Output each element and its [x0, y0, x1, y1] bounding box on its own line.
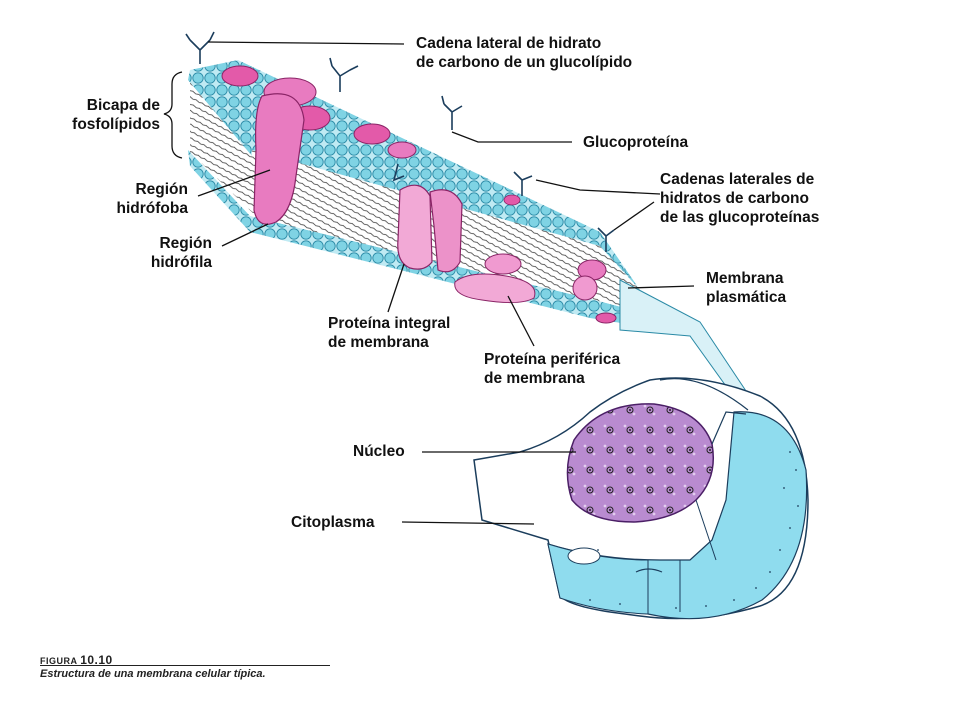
label-glucoproteina: Glucoproteína	[583, 133, 688, 152]
leader-lines	[163, 41, 695, 525]
transmembrane-protein-left	[253, 93, 305, 225]
leader-membrana-plasmatica	[627, 285, 695, 289]
label-membrana-plasmatica: Membrana plasmática	[706, 269, 786, 307]
label-cadena-lateral: Cadena lateral de hidrato de carbono de …	[416, 34, 632, 72]
peripheral-protein	[454, 253, 536, 304]
lower-head-layer	[188, 150, 640, 326]
figure-label: FIGURA 10.10	[40, 653, 113, 667]
leader-hidrofoba	[197, 169, 271, 197]
label-cadena-lateral-line1: Cadena lateral de hidrato	[416, 35, 602, 52]
figure-number: 10.10	[80, 653, 113, 667]
leader-cadenas-laterales-1	[535, 179, 661, 195]
label-region-hidrofila-line2: hidrófila	[150, 254, 212, 271]
label-bicapa-line1: Bicapa de	[86, 97, 160, 114]
leader-glucoproteina	[451, 131, 572, 143]
nucleus	[566, 403, 714, 523]
label-region-hidrofoba-line2: hidrófoba	[116, 200, 188, 217]
carbohydrate-chains	[185, 31, 615, 252]
label-cadenas-laterales-line3: de las glucoproteínas	[660, 209, 820, 226]
cell	[473, 377, 809, 620]
label-citoplasma-text: Citoplasma	[291, 514, 375, 531]
label-cadenas-laterales-line2: hidratos de carbono	[660, 190, 809, 207]
leader-proteina-periferica	[507, 295, 535, 347]
label-nucleo: Núcleo	[353, 442, 405, 461]
label-bicapa: Bicapa de fosfolípidos	[60, 96, 160, 134]
label-proteina-integral-line1: Proteína integral	[328, 315, 451, 332]
label-cadena-lateral-line2: de carbono de un glucolípido	[416, 54, 633, 71]
label-region-hidrofoba-line1: Región	[135, 181, 188, 198]
label-membrana-plasmatica-line1: Membrana	[706, 270, 784, 287]
label-cadenas-laterales: Cadenas laterales de hidratos de carbono…	[660, 170, 819, 227]
label-proteina-periferica-line1: Proteína periférica	[484, 351, 621, 368]
label-glucoproteina-text: Glucoproteína	[583, 134, 689, 151]
label-bicapa-line2: fosfolípidos	[72, 116, 160, 133]
leader-hidrofila	[221, 223, 269, 247]
figure-caption: Estructura de una membrana celular típic…	[40, 668, 266, 680]
label-nucleo-text: Núcleo	[353, 443, 405, 460]
label-proteina-integral-line2: de membrana	[328, 334, 429, 351]
label-region-hidrofoba: Región hidrófoba	[80, 180, 188, 218]
label-proteina-integral: Proteína integral de membrana	[328, 314, 450, 352]
label-membrana-plasmatica-line2: plasmática	[706, 289, 787, 306]
bracket-bicapa	[163, 71, 183, 159]
label-region-hidrofila: Región hidrófila	[100, 234, 212, 272]
caption-divider	[40, 665, 330, 666]
label-proteina-periferica-line2: de membrana	[484, 370, 585, 387]
figure-prefix: FIGURA	[40, 656, 78, 666]
label-region-hidrofila-line1: Región	[159, 235, 212, 252]
leader-citoplasma	[401, 521, 535, 525]
label-citoplasma: Citoplasma	[291, 513, 375, 532]
membrane-proteins	[221, 65, 617, 324]
leader-proteina-integral	[387, 263, 405, 313]
leader-cadena-lateral	[207, 41, 405, 45]
integral-protein	[397, 184, 463, 273]
surface-protein-1	[221, 65, 259, 87]
label-proteina-periferica: Proteína periférica de membrana	[484, 350, 620, 388]
tail-region-front	[190, 78, 258, 218]
leader-cadenas-laterales-2	[613, 201, 655, 231]
label-cadenas-laterales-line1: Cadenas laterales de	[660, 171, 815, 188]
